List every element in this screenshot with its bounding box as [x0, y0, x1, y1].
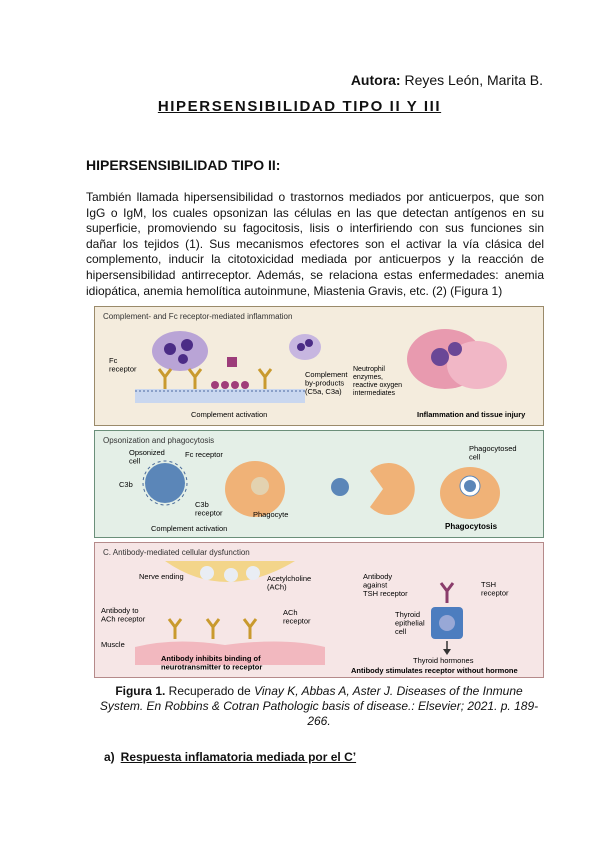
c3b-label: C3b: [119, 480, 133, 489]
caption-label: Figura 1.: [115, 684, 166, 698]
panel-a-result: Inflammation and tissue injury: [417, 410, 526, 419]
panel-cellular-dysfunction: C. Antibody-mediated cellular dysfunctio…: [94, 542, 544, 678]
panel-c-illustration: C. Antibody-mediated cellular dysfunctio…: [101, 548, 518, 675]
panel-a-illustration: Complement- and Fc receptor-mediated inf…: [103, 312, 526, 419]
muscle-label: Muscle: [101, 640, 125, 649]
figure-caption: Figura 1. Recuperado de Vinay K, Abbas A…: [94, 684, 544, 729]
section-heading: HIPERSENSIBILIDAD TIPO II:: [86, 157, 281, 173]
complement-activation-label: Complement activation: [191, 410, 267, 419]
panel-b-result: Phagocytosis: [445, 522, 498, 531]
thyroid-hormones-label: Thyroid hormones: [413, 656, 474, 665]
subsection-text: Respuesta inflamatoria mediada por el C’: [120, 750, 357, 764]
panel-a-title: Complement- and Fc receptor-mediated inf…: [103, 312, 292, 321]
panel-complement-inflammation: Complement- and Fc receptor-mediated inf…: [94, 306, 544, 426]
author-label: Autora:: [350, 72, 401, 88]
caption-citation: Vinay K, Abbas A, Aster J. Diseases of t…: [99, 684, 539, 728]
body-paragraph: También llamada hipersensibilidad o tras…: [86, 190, 544, 298]
figure-1: Complement- and Fc receptor-mediated inf…: [94, 306, 544, 678]
author-line: Autora: Reyes León, Marita B.: [351, 72, 543, 88]
fc-receptor-b-label: Fc receptor: [185, 450, 223, 459]
subsection-marker: a): [104, 750, 115, 764]
phagocyte-label: Phagocyte: [253, 510, 288, 519]
author-name: Reyes León, Marita B.: [404, 72, 543, 88]
acetylcholine-label: Acetylcholine(ACh): [267, 574, 311, 592]
nerve-ending-label: Nerve ending: [139, 572, 184, 581]
document-title: HIPERSENSIBILIDAD TIPO II Y III: [157, 98, 442, 115]
subsection-heading: a) Respuesta inflamatoria mediada por el …: [104, 750, 356, 764]
complement-activation-b-label: Complement activation: [151, 524, 227, 533]
panel-c-result-right: Antibody stimulates receptor without hor…: [351, 666, 518, 675]
panel-b-title: Opsonization and phagocytosis: [103, 436, 214, 445]
caption-lead: Recuperado de: [168, 684, 251, 698]
panel-c-title: C. Antibody-mediated cellular dysfunctio…: [103, 548, 250, 557]
